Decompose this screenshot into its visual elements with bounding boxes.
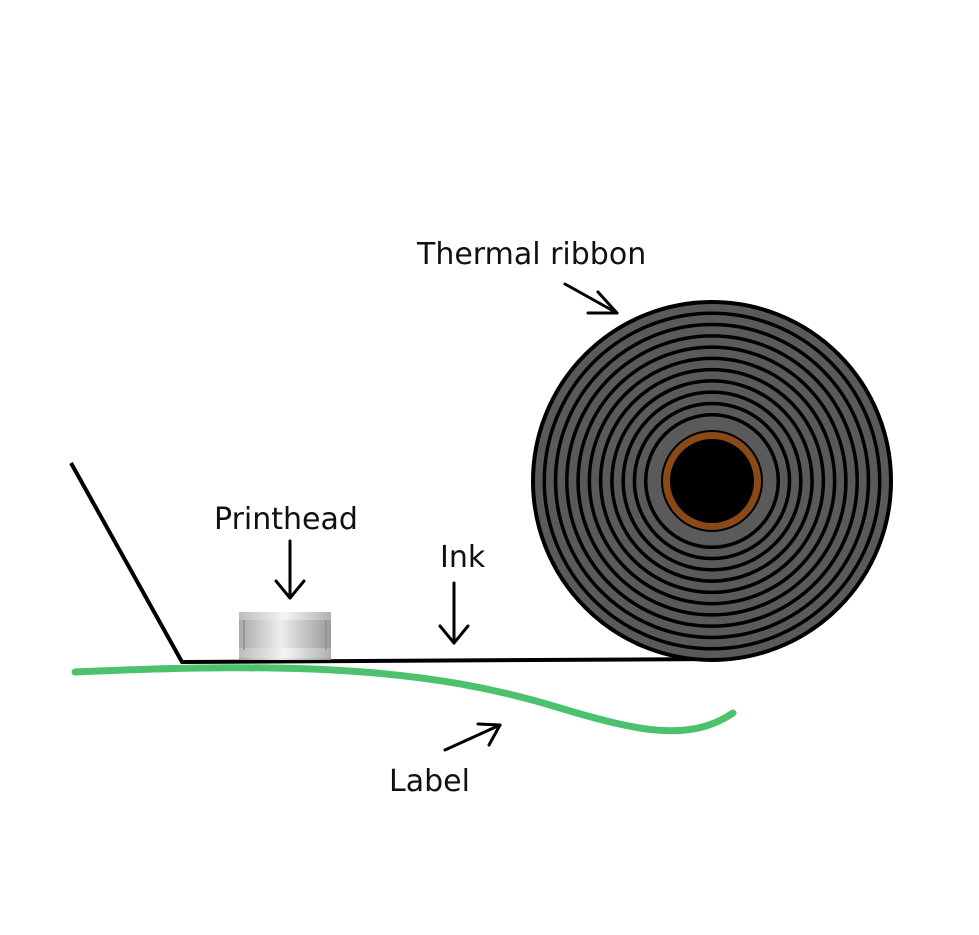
- ribbon-layer: [576, 345, 848, 617]
- label-label: Label: [389, 764, 470, 799]
- ribbon-layer: [621, 390, 803, 572]
- printhead-shape: [239, 612, 331, 660]
- ribbon-core: [670, 439, 754, 523]
- ribbon-layer: [565, 334, 859, 628]
- ribbon-roll: [531, 300, 893, 662]
- printhead-arrow-icon: [274, 539, 306, 600]
- ink-arrow-icon: [438, 581, 470, 645]
- label-web: [71, 664, 737, 735]
- ribbon-layer: [542, 311, 882, 651]
- printhead-label: Printhead: [214, 502, 358, 537]
- ribbon-layer: [598, 367, 826, 595]
- label-arrow-icon: [443, 722, 502, 752]
- ribbon-layer: [553, 322, 871, 640]
- ink-label: Ink: [440, 540, 486, 575]
- ink-ribbon-line: [69, 462, 719, 665]
- ribbon-layer: [587, 356, 837, 606]
- ribbon-layer: [610, 379, 814, 583]
- ribbon-layer: [643, 412, 781, 550]
- thermal-ribbon-label: Thermal ribbon: [416, 237, 646, 272]
- thermal-ribbon-arrow-icon: [563, 282, 619, 315]
- ribbon-layer: [632, 401, 792, 561]
